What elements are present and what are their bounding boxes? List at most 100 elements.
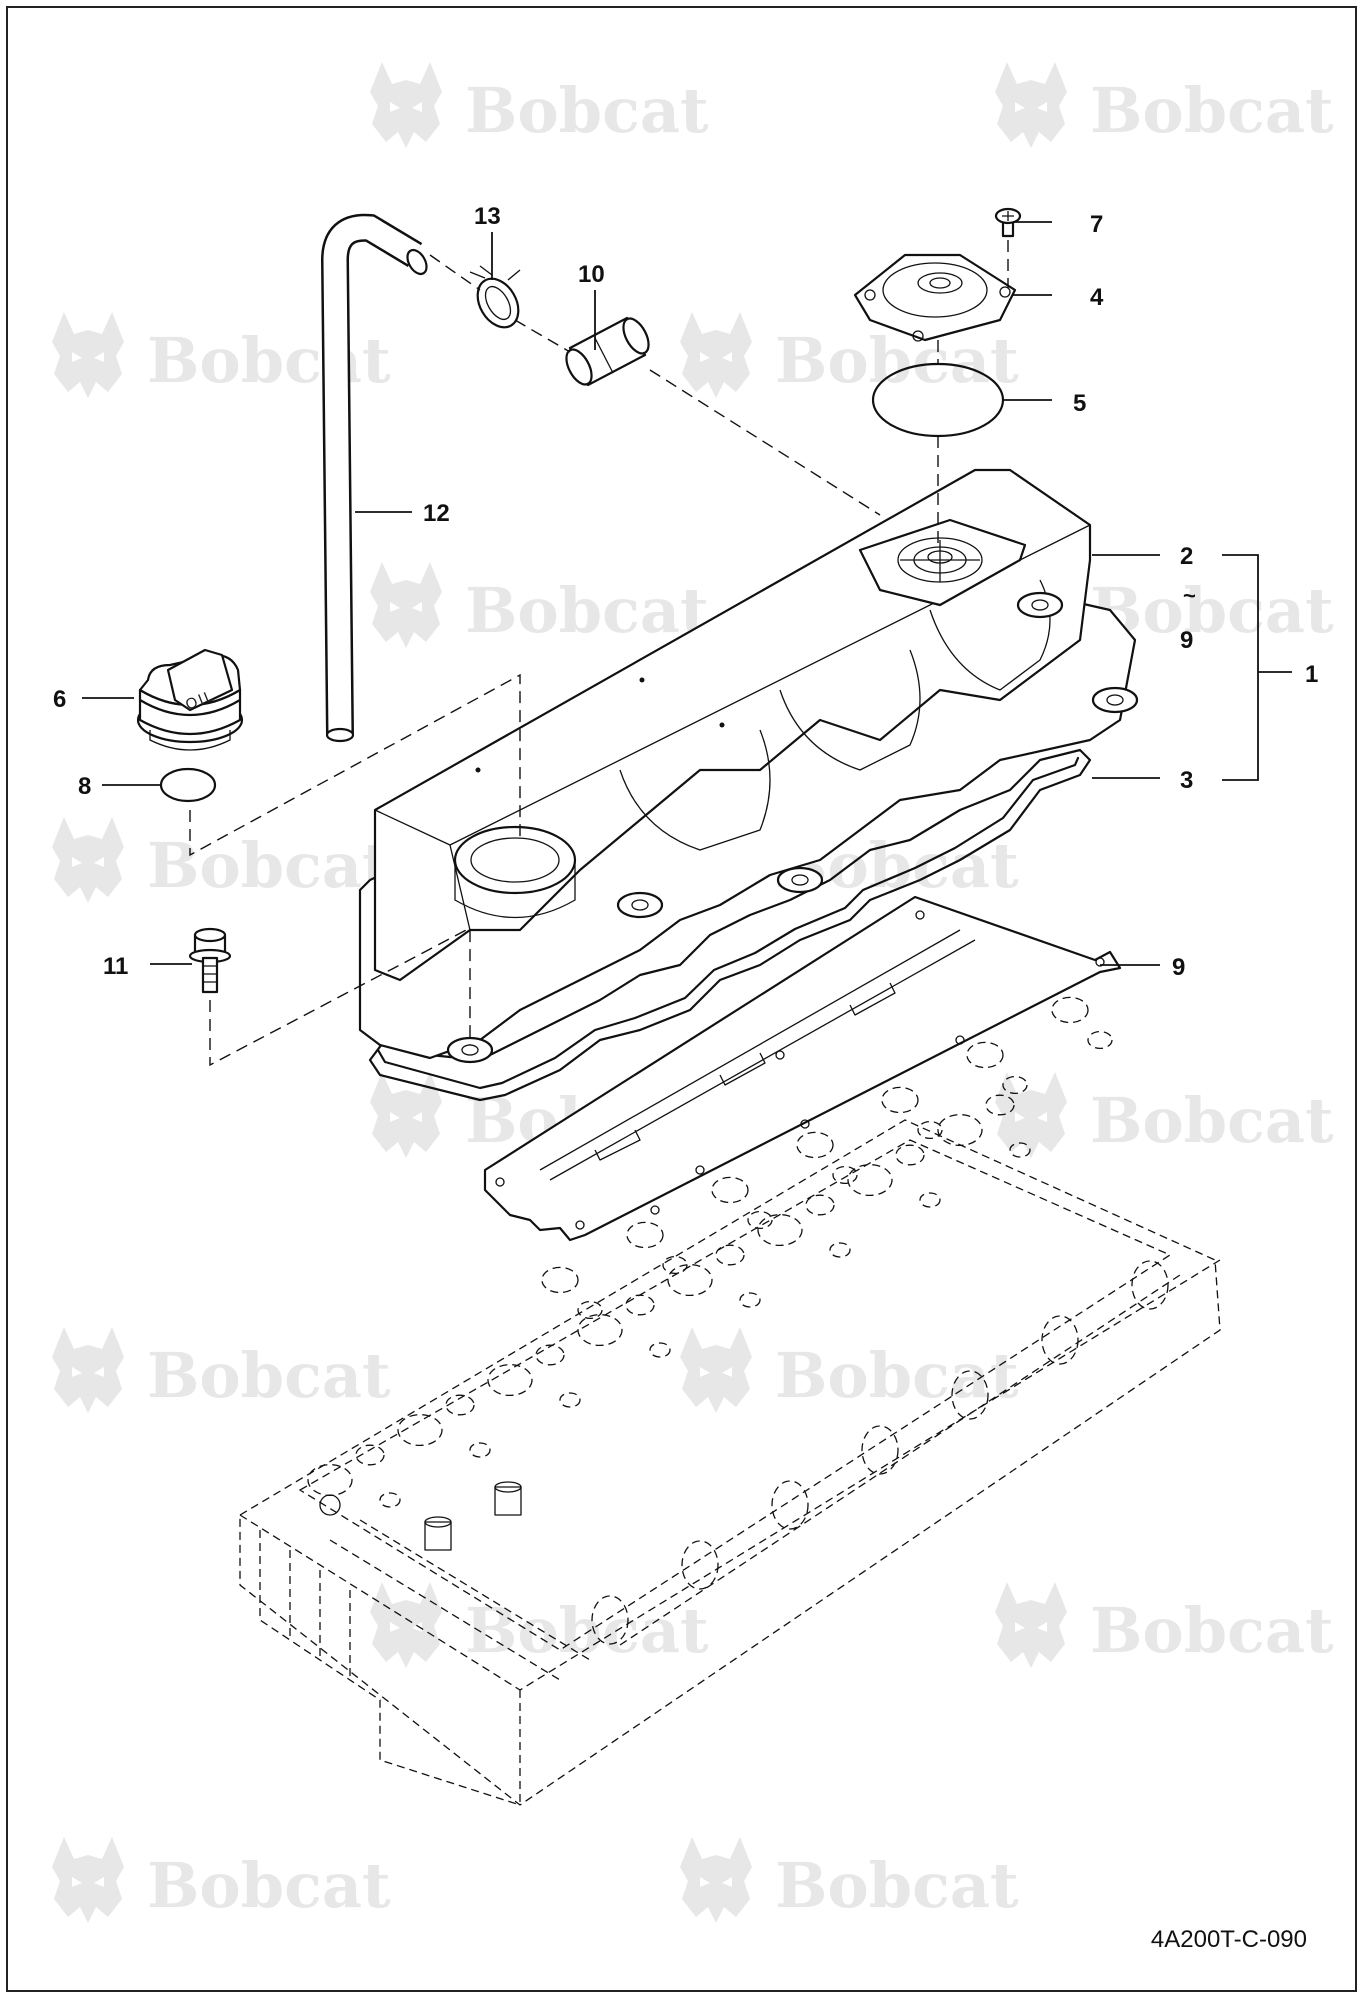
watermark-registered-mark: ® <box>975 874 986 890</box>
callout-7: 8 <box>78 773 91 800</box>
head-port <box>829 1242 851 1258</box>
head-port <box>937 1113 983 1147</box>
head-port <box>805 1194 835 1216</box>
bobcat-mascot-icon <box>370 62 442 148</box>
bobcat-watermark: Bobcat® <box>680 1837 1019 1923</box>
watermark-brand-text: Bobcat <box>775 1339 1019 1412</box>
watermark-brand-text: Bobcat <box>465 1594 709 1667</box>
bobcat-mascot-icon <box>995 62 1067 148</box>
callout-6: 6 <box>53 686 66 713</box>
callout-11: 12 <box>423 500 450 527</box>
bobcat-watermark: Bobcat® <box>52 817 391 903</box>
bobcat-watermark: Bobcat® <box>680 312 1019 398</box>
head-port <box>832 1165 858 1185</box>
head-port <box>379 1492 401 1508</box>
callout-3: 3 <box>1180 767 1193 794</box>
bobcat-watermark: Bobcat® <box>370 62 709 148</box>
watermark-registered-mark: ® <box>1290 1639 1301 1655</box>
bobcat-watermark: Bobcat® <box>995 62 1334 148</box>
drawing-reference-code: 4A200T-C-090 <box>1150 1926 1307 1953</box>
head-port <box>355 1444 385 1466</box>
watermark-registered-mark: ® <box>975 369 986 385</box>
watermark-brand-text: Bobcat <box>775 1849 1019 1922</box>
head-port <box>895 1144 925 1166</box>
bobcat-mascot-icon <box>995 1582 1067 1668</box>
breather-cover <box>853 253 1017 342</box>
head-port <box>917 1120 943 1140</box>
breather-hose <box>320 213 428 743</box>
bobcat-mascot-icon <box>680 1327 752 1413</box>
bobcat-watermark: Bobcat® <box>995 1072 1334 1158</box>
gasket-plate <box>483 895 1122 1242</box>
head-port <box>667 1263 713 1297</box>
head-port <box>1051 996 1089 1024</box>
watermark-registered-mark: ® <box>665 619 676 635</box>
bobcat-mascot-icon <box>680 312 752 398</box>
hose-clamp <box>469 265 521 329</box>
callout-8: 7 <box>1090 211 1103 238</box>
oil-cap-o-ring <box>159 767 217 803</box>
watermark-registered-mark: ® <box>1290 1129 1301 1145</box>
head-port <box>847 1163 893 1197</box>
callout-2: 2 <box>1180 543 1193 570</box>
head-port <box>966 1041 1004 1069</box>
head-port <box>796 1131 834 1159</box>
head-port <box>881 1086 919 1114</box>
watermark-brand-text: Bobcat <box>775 324 1019 397</box>
bobcat-watermark: Bobcat® <box>995 1582 1334 1668</box>
bobcat-watermark: Bobcat® <box>680 1327 1019 1413</box>
head-stud <box>424 1516 452 1551</box>
bobcat-watermark: Bobcat® <box>52 312 391 398</box>
bobcat-mascot-icon <box>52 817 124 903</box>
callout-5: 5 <box>1073 390 1086 417</box>
watermark-registered-mark: ® <box>975 1384 986 1400</box>
watermark-brand-text: Bobcat <box>1090 1594 1334 1667</box>
watermark-brand-text: Bobcat <box>1090 74 1334 147</box>
head-port <box>919 1192 941 1208</box>
watermark-registered-mark: ® <box>1290 619 1301 635</box>
cylinder-head-reference <box>239 996 1221 1806</box>
callout-10: 10 <box>578 261 605 288</box>
bobcat-watermark: Bobcat® <box>52 1837 391 1923</box>
head-stud <box>494 1481 522 1516</box>
watermark-registered-mark: ® <box>347 1384 358 1400</box>
bobcat-mascot-icon <box>52 1327 124 1413</box>
watermark-layer: Bobcat®Bobcat®Bobcat®Bobcat®Bobcat®Bobca… <box>52 62 1334 1923</box>
watermark-brand-text: Bobcat <box>465 574 709 647</box>
head-port <box>535 1344 565 1366</box>
head-port <box>1087 1030 1113 1050</box>
oil-filler-cap: OIL <box>136 648 244 751</box>
watermark-registered-mark: ® <box>347 874 358 890</box>
bobcat-mascot-icon <box>370 1582 442 1668</box>
callout-12: 13 <box>474 203 501 230</box>
head-port <box>662 1255 688 1275</box>
diagram-border <box>6 6 1357 1992</box>
head-port <box>307 1463 353 1497</box>
valve-cover <box>358 468 1139 1064</box>
head-port <box>1009 1142 1031 1158</box>
head-port <box>625 1294 655 1316</box>
watermark-registered-mark: ® <box>347 1894 358 1910</box>
watermark-registered-mark: ® <box>347 369 358 385</box>
watermark-brand-text: Bobcat <box>147 829 391 902</box>
head-port <box>469 1442 491 1458</box>
head-port <box>747 1210 773 1230</box>
head-port <box>577 1300 603 1320</box>
callout-9: 9 <box>1172 954 1185 981</box>
watermark-registered-mark: ® <box>665 119 676 135</box>
callout-1: 1 <box>1305 661 1318 688</box>
callout-13: 11 <box>103 953 128 980</box>
head-port <box>739 1292 761 1308</box>
head-port <box>577 1313 623 1347</box>
head-port <box>397 1413 443 1447</box>
bobcat-mascot-icon <box>370 562 442 648</box>
watermark-registered-mark: ® <box>975 1894 986 1910</box>
watermark-brand-text: Bobcat <box>147 324 391 397</box>
watermark-registered-mark: ® <box>665 1639 676 1655</box>
callout-4: 4 <box>1090 284 1104 311</box>
watermark-brand-text: Bobcat <box>147 1849 391 1922</box>
watermark-brand-text: Bobcat <box>147 1339 391 1412</box>
leader-lines <box>82 221 1292 966</box>
bobcat-watermark: Bobcat® <box>370 1582 709 1668</box>
